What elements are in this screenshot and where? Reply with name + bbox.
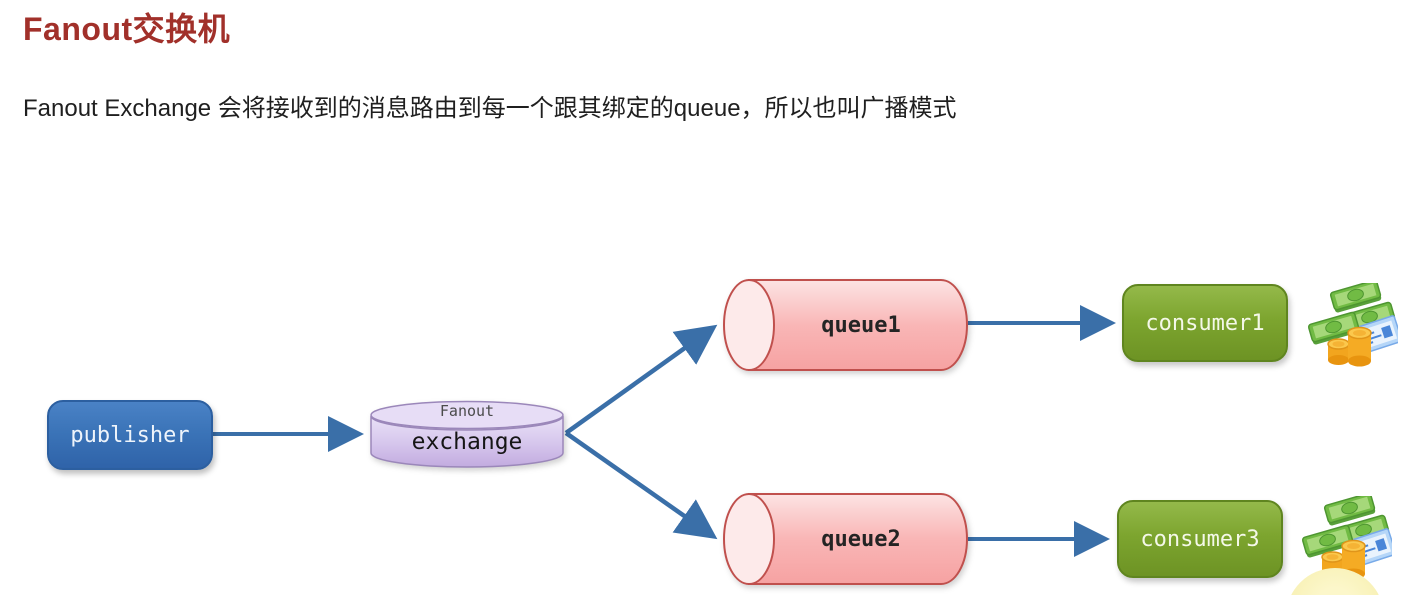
consumer-label: consumer3 (1140, 526, 1260, 552)
queue-cylinder-shape (723, 279, 968, 371)
queue-label: queue2 (821, 526, 901, 552)
queue1-node: queue1 (723, 277, 969, 373)
consumer1-node: consumer1 (1122, 284, 1288, 362)
exchange-cylinder-shape (370, 400, 564, 468)
queue2-node: queue2 (723, 491, 969, 587)
money-stack-icon (1306, 283, 1398, 368)
consumer-label: consumer1 (1145, 310, 1265, 336)
page-title: Fanout交换机 (23, 11, 231, 47)
exchange-node: Fanout exchange (369, 400, 565, 470)
arrow-exchange-to-queue2 (564, 431, 718, 540)
queue-cylinder-shape (723, 493, 968, 585)
queue-label: queue1 (821, 312, 901, 338)
page-description: Fanout Exchange 会将接收到的消息路由到每一个跟其绑定的queue… (23, 95, 957, 122)
exchange-label: exchange (411, 429, 523, 455)
money-stack-icon (1300, 496, 1392, 581)
consumer3-node: consumer3 (1117, 500, 1283, 578)
publisher-label: publisher (70, 422, 190, 448)
arrow-exchange-to-queue1 (564, 324, 718, 435)
publisher-node: publisher (47, 400, 213, 470)
exchange-type-label: Fanout (439, 402, 495, 420)
